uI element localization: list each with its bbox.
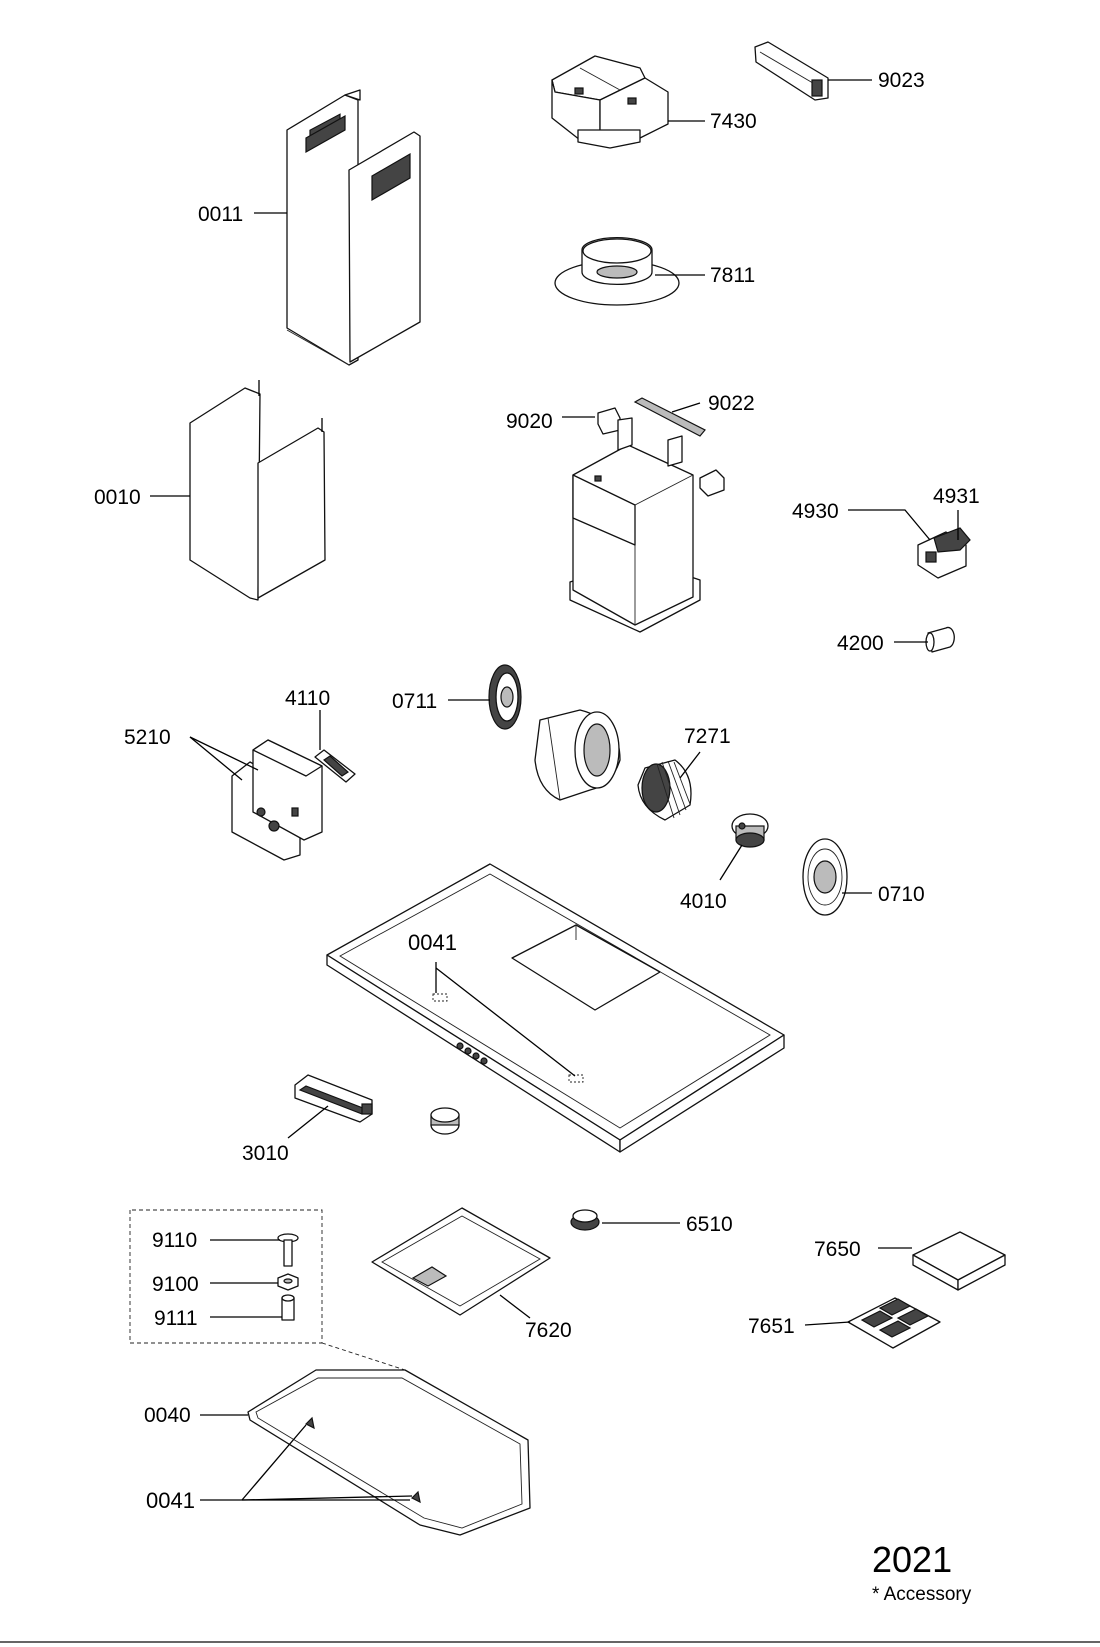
part-4010-motor (731, 813, 769, 848)
part-4930-lamp-holder (917, 527, 971, 579)
label-0710: 0710 (878, 883, 925, 906)
part-fan-housing (534, 709, 621, 801)
part-0710-fan-cover (802, 838, 848, 916)
part-3010-light-panel (294, 1074, 373, 1123)
label-9020: 9020 (506, 410, 553, 433)
diagram-year: 2021 (872, 1539, 952, 1580)
label-5210: 5210 (124, 726, 171, 749)
part-0040-glass-panel (247, 1369, 531, 1536)
part-9100-nut (277, 1273, 299, 1291)
part-9022-bar (633, 397, 706, 437)
accessory-detail-box (129, 1209, 406, 1371)
label-9111: 9111 (154, 1307, 198, 1330)
label-3010: 3010 (242, 1142, 289, 1165)
part-9111-spacer (281, 1294, 295, 1321)
part-0010-lower-chimney (189, 380, 326, 601)
label-9110: 9110 (152, 1229, 197, 1252)
label-4930: 4930 (792, 500, 839, 523)
part-hood-canopy (326, 863, 785, 1153)
label-0041-bottom: 0041 (146, 1488, 195, 1513)
part-0011-upper-chimney (286, 89, 421, 366)
label-0041-top: 0041 (408, 930, 457, 955)
label-4200: 4200 (837, 632, 884, 655)
label-7650: 7650 (814, 1238, 861, 1261)
label-4110: 4110 (285, 687, 330, 710)
label-0011: 0011 (198, 203, 243, 226)
part-9023-bracket (754, 41, 829, 101)
label-7811: 7811 (710, 264, 755, 287)
label-7651: 7651 (748, 1315, 795, 1338)
part-7651-filter-frame (847, 1297, 941, 1349)
part-side-clip (699, 469, 725, 497)
label-0010: 0010 (94, 486, 141, 509)
part-5210-control-box (231, 739, 323, 861)
part-7650-carbon-filter (912, 1231, 1006, 1291)
part-6510-knob (570, 1209, 600, 1231)
part-4110-switch (314, 749, 356, 783)
part-0711-fan-cover (488, 664, 522, 730)
label-7430: 7430 (710, 110, 757, 133)
label-0711: 0711 (392, 690, 437, 713)
label-0040: 0040 (144, 1404, 191, 1427)
label-7620: 7620 (525, 1319, 572, 1342)
label-4010: 4010 (680, 890, 727, 913)
label-6510: 6510 (686, 1213, 733, 1236)
label-9100: 9100 (152, 1273, 199, 1296)
part-4200-lamp (925, 626, 955, 653)
accessory-note: * Accessory (872, 1584, 972, 1605)
label-4931: 4931 (933, 485, 980, 508)
part-7620-grease-filter (371, 1207, 551, 1316)
part-motor-housing (569, 417, 701, 633)
part-9020-clip (597, 407, 621, 435)
leader-lines (150, 79, 959, 1501)
part-7430-diverter (551, 55, 669, 149)
part-7811-collar (554, 237, 680, 306)
label-7271: 7271 (684, 725, 731, 748)
part-9110-screw (277, 1233, 299, 1267)
label-9023: 9023 (878, 69, 925, 92)
part-knob (430, 1107, 460, 1135)
part-7271-impeller (637, 759, 692, 821)
label-9022: 9022 (708, 392, 755, 415)
part-labels: 9023 7430 0011 7811 9022 9020 0010 4930 … (94, 69, 980, 1513)
